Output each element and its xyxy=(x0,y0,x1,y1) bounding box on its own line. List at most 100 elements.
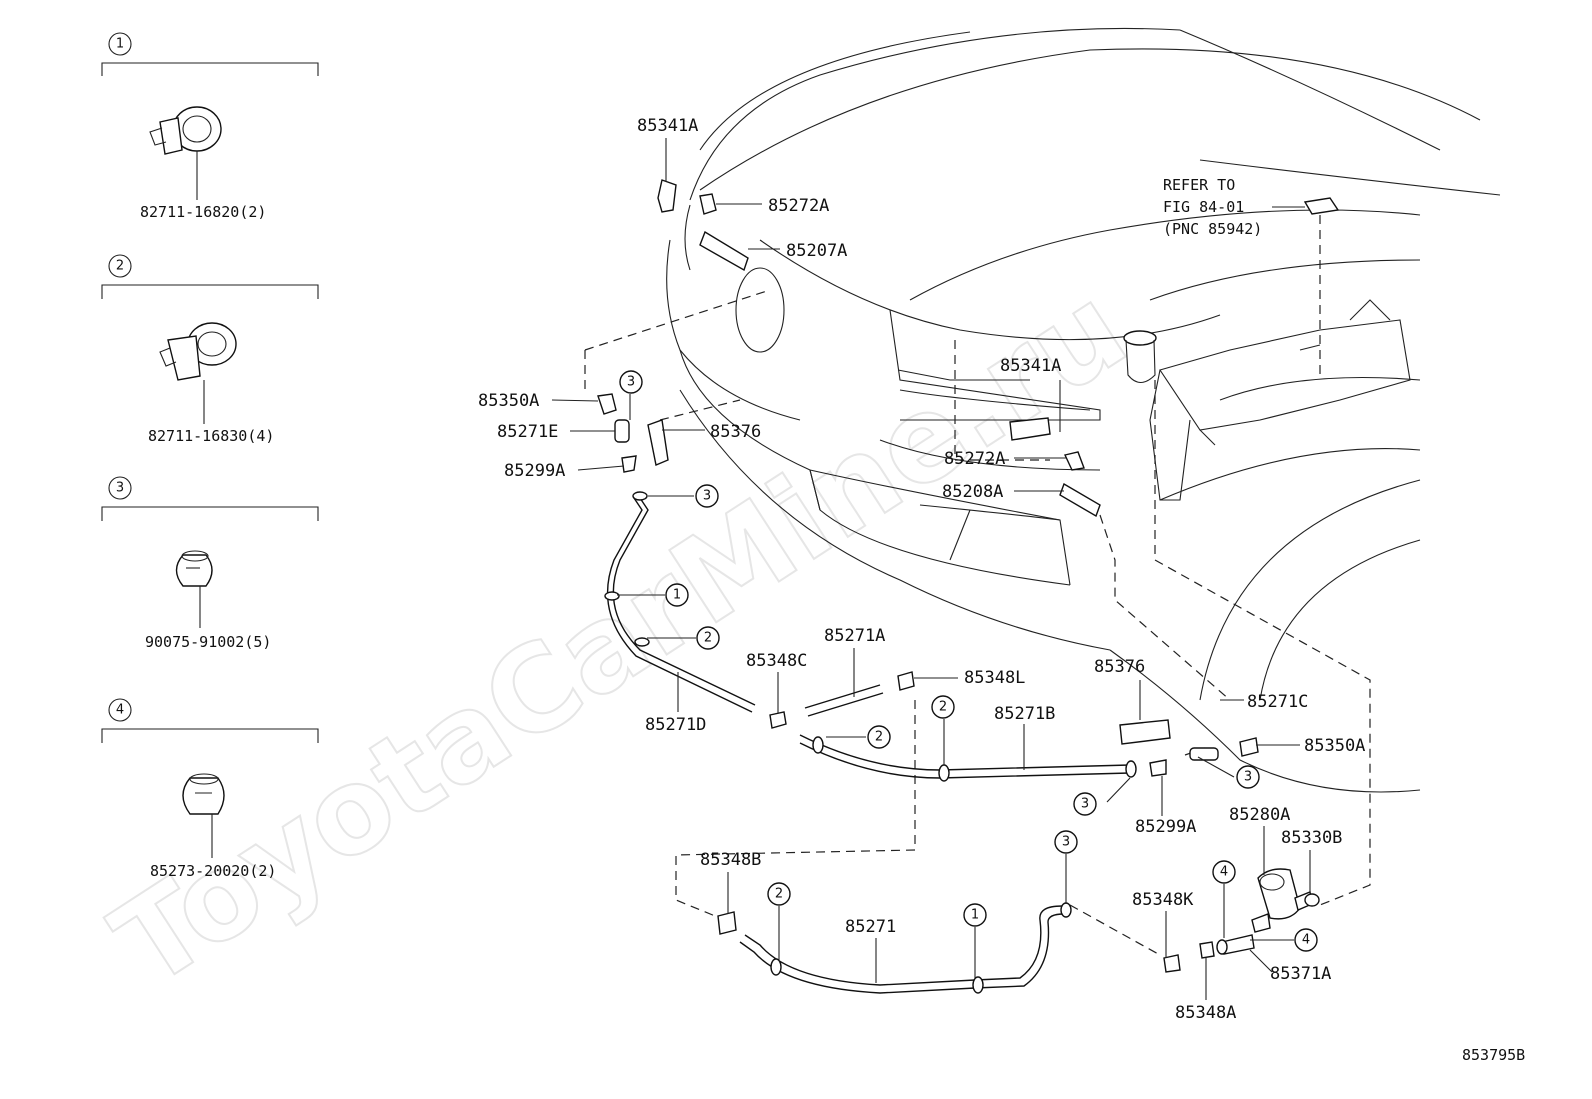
refer-note-line2: FIG 84-01 xyxy=(1163,198,1244,216)
callout-85208A: 85208A xyxy=(942,482,1003,502)
legend-bracket-2 xyxy=(101,284,319,299)
clip-top xyxy=(699,193,717,215)
connector-85348B xyxy=(717,911,737,935)
legend-bracket-1 xyxy=(101,62,319,76)
legend-marker-3 xyxy=(108,476,132,500)
callout-85348L: 85348L xyxy=(964,668,1025,688)
callout-85371A: 85371A xyxy=(1270,964,1331,984)
marker-3e xyxy=(1054,830,1078,854)
legend-marker-1 xyxy=(108,32,132,56)
hose-85271B xyxy=(799,734,1131,771)
clamp-clip-icon xyxy=(149,106,222,155)
marker-1a xyxy=(665,583,689,607)
callout-85341A-mid: 85341A xyxy=(1000,356,1061,376)
joint-85299A-left xyxy=(621,455,637,473)
connector-85376-left xyxy=(647,419,669,466)
callout-85207A: 85207A xyxy=(786,241,847,261)
marker-3a xyxy=(619,370,643,394)
connector-85348A xyxy=(1199,941,1215,959)
callout-85376-right: 85376 xyxy=(1094,657,1145,677)
legend-bracket-4 xyxy=(101,728,319,743)
marker-3e-label: 3 xyxy=(1062,835,1070,850)
marker-3d-label: 3 xyxy=(1244,770,1252,785)
callout-85348C: 85348C xyxy=(746,651,807,671)
marker-3b xyxy=(695,484,719,508)
marker-1b-label: 1 xyxy=(971,908,979,923)
legend-marker-4 xyxy=(108,698,132,722)
callout-85271E: 85271E xyxy=(497,422,558,442)
marker-2d-label: 2 xyxy=(775,887,783,902)
washer-parts xyxy=(597,179,1320,994)
legend-group-1: 1 82711-16820(2) xyxy=(101,32,319,221)
marker-2b xyxy=(867,725,891,749)
marker-4b xyxy=(1294,928,1318,952)
marker-3c xyxy=(1073,792,1097,816)
marker-4b-label: 4 xyxy=(1302,933,1310,948)
hose-clip-wide-icon xyxy=(182,773,225,815)
reference-dashed-lines xyxy=(584,215,1371,956)
callout-85330B: 85330B xyxy=(1281,828,1342,848)
check-valve-left xyxy=(597,393,617,415)
refer-note-line1: REFER TO xyxy=(1163,176,1235,194)
callout-85348B: 85348B xyxy=(700,850,761,870)
marker-2d xyxy=(767,882,791,906)
marker-2b-label: 2 xyxy=(875,730,883,745)
callout-85341A-top: 85341A xyxy=(637,116,698,136)
marker-2c xyxy=(931,695,955,719)
marker-4a-label: 4 xyxy=(1220,865,1228,880)
callout-85299A-left: 85299A xyxy=(504,461,565,481)
legend-group-4: 4 85273-20020(2) xyxy=(101,698,319,880)
callout-85271A: 85271A xyxy=(824,626,885,646)
callout-85348K: 85348K xyxy=(1132,890,1194,910)
legend-group-3: 3 90075-91002(5) xyxy=(101,476,319,651)
callout-85271: 85271 xyxy=(845,917,896,937)
callout-85350A-left: 85350A xyxy=(478,391,539,411)
hose-85271D xyxy=(612,497,756,706)
callout-85271B: 85271B xyxy=(994,704,1055,724)
marker-2a-label: 2 xyxy=(704,631,712,646)
legend-marker-2-label: 2 xyxy=(116,259,124,274)
callout-85271D: 85271D xyxy=(645,715,706,735)
callout-85272A-top: 85272A xyxy=(768,196,829,216)
marker-2c-label: 2 xyxy=(939,700,947,715)
legend-bracket-3 xyxy=(101,506,319,521)
hose-85271A xyxy=(804,684,881,709)
washer-nozzle-left xyxy=(699,230,749,272)
clip-mid xyxy=(1063,451,1085,471)
marker-4a xyxy=(1212,860,1236,884)
legend-marker-4-label: 4 xyxy=(116,703,124,718)
legend-marker-1-label: 1 xyxy=(116,37,124,52)
nozzle-cover-top xyxy=(657,179,677,213)
legend-part-3: 90075-91002(5) xyxy=(145,633,271,651)
hose-joint-left xyxy=(614,419,630,443)
vehicle-body-outline xyxy=(666,27,1501,793)
legend-part-4: 85273-20020(2) xyxy=(150,862,276,880)
legend-marker-2 xyxy=(108,254,132,278)
connector-85348K xyxy=(1163,954,1181,973)
connector-85376-right xyxy=(1119,719,1171,745)
callout-85299A-right: 85299A xyxy=(1135,817,1196,837)
legend-part-2: 82711-16830(4) xyxy=(148,427,274,445)
figure-id: 853795B xyxy=(1462,1046,1525,1064)
legend-group-2: 2 82711-16830(4) xyxy=(101,254,319,445)
check-valve-right xyxy=(1239,737,1259,757)
connector-85348L xyxy=(897,671,915,691)
callout-85272A-mid: 85272A xyxy=(944,449,1005,469)
legend-part-1: 82711-16820(2) xyxy=(140,203,266,221)
marker-3b-label: 3 xyxy=(703,489,711,504)
callout-85376-left: 85376 xyxy=(710,422,761,442)
connector-85348C xyxy=(769,711,787,729)
marker-3a-label: 3 xyxy=(627,375,635,390)
callout-labels: 85341A 85272A 85207A 85350A 85271E 85376… xyxy=(478,116,1365,1023)
washer-nozzle-right xyxy=(1059,482,1101,518)
callout-85348A: 85348A xyxy=(1175,1003,1236,1023)
reference-markers: 3 3 1 2 2 2 3 3 3 2 1 4 4 xyxy=(619,370,1318,952)
hose-joint-85271C xyxy=(1189,747,1219,761)
clamp-double-clip-icon xyxy=(159,322,237,381)
callout-85271C: 85271C xyxy=(1247,692,1308,712)
leader-lines xyxy=(551,138,1311,1000)
grommet-85330B xyxy=(1304,893,1320,907)
marker-3c-label: 3 xyxy=(1081,797,1089,812)
